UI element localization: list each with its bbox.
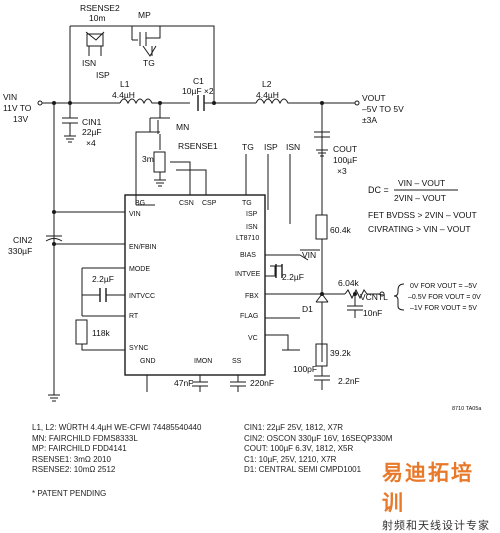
note-right-5: D1: CENTRAL SEMI CMPD1001: [244, 465, 362, 474]
fet-bv-rule: FET BVDSS > 2VIN – VOUT: [368, 210, 477, 220]
ic-body: [124, 194, 266, 376]
pin-rt: RT: [129, 313, 139, 320]
mn-label: MN: [176, 122, 189, 132]
dc-denominator: 2VIN – VOUT: [394, 193, 446, 203]
c10n-label: 10nF: [363, 308, 382, 318]
pin-mode: MODE: [129, 266, 150, 273]
isn-label: ISN: [286, 142, 300, 152]
watermark-title: 易迪拓培训: [382, 461, 474, 515]
cin1-label: CIN1: [82, 117, 102, 127]
notes-left: L1, L2: WÜRTH 4.4µH WE-CFWI 74485540440 …: [32, 423, 201, 476]
figure-reference: 8710 TA05a: [452, 406, 482, 412]
cout-mult: ×3: [337, 166, 347, 176]
r118k-label: 118k: [92, 328, 111, 338]
cin2-label: CIN2: [13, 235, 33, 245]
tg-label: TG: [242, 142, 254, 152]
watermark-subtitle: 射频和天线设计专家: [382, 519, 490, 532]
cout-label: COUT: [333, 144, 357, 154]
l1-value: 4.4µH: [112, 90, 135, 100]
cin2-value: 330µF: [8, 246, 32, 256]
vcntl-row-1: 0V FOR VOUT = –5V: [410, 283, 477, 290]
pin-vc: VC: [248, 335, 258, 342]
note-left-5: RSENSE2: 10mΩ 2512: [32, 465, 116, 474]
rsense1-label: RSENSE1: [178, 141, 218, 151]
l1-label: L1: [120, 79, 130, 89]
rsense2-title: RSENSE2: [80, 3, 120, 13]
cout-value: 100µF: [333, 155, 357, 165]
mp-tg-label: TG: [143, 58, 155, 68]
vin-title: VIN: [3, 92, 17, 102]
pin-isn: ISN: [246, 224, 258, 231]
cin1-value: 22µF: [82, 127, 102, 137]
c22n-label: 2.2nF: [338, 376, 360, 386]
pin-en: EN/FBIN: [129, 244, 157, 251]
c1-value: 10µF ×2: [182, 86, 214, 96]
c47n-label: 47nF: [174, 378, 193, 388]
c1-label: C1: [193, 76, 204, 86]
note-right-2: CIN2: OSCON 330µF 16V, 16SEQP330M: [244, 433, 393, 443]
note-left-4: RSENSE1: 3mΩ 2010: [32, 454, 111, 464]
note-right-4: C1: 10µF, 25V, 1210, X7R: [244, 454, 337, 464]
note-right-1: CIN1: 22µF 25V, 1812, X7R: [244, 423, 344, 432]
r392k-label: 39.2k: [330, 348, 352, 358]
vcntl-label: VCNTL: [360, 292, 388, 302]
ci-rating-rule: CIVRATING > VIN – VOUT: [368, 224, 471, 234]
pin-bias: BIAS: [240, 252, 256, 259]
note-left-2: MN: FAIRCHILD FDMS8333L: [32, 433, 138, 443]
pin-csp: CSP: [202, 200, 217, 207]
r3m-label: 3m: [142, 154, 154, 164]
mp-label: MP: [138, 10, 151, 20]
r60k-label: 60.4k: [330, 225, 352, 235]
notes-right: CIN1: 22µF 25V, 1812, X7R CIN2: OSCON 33…: [244, 423, 392, 476]
c22-right-label: 2.2µF: [282, 272, 304, 282]
vin-small-label: VIN: [302, 250, 316, 260]
ic-name: LT8710: [236, 235, 259, 242]
pin-intvcc: INTVCC: [129, 293, 155, 300]
l2-value: 4.4µH: [256, 90, 279, 100]
isp-top-label: ISP: [96, 70, 110, 80]
l2-label: L2: [262, 79, 272, 89]
c220n-label: 220nF: [250, 378, 274, 388]
note-left-3: MP: FAIRCHILD FDD4141: [32, 444, 127, 453]
d1-label: D1: [302, 304, 313, 314]
note-right-3: COUT: 100µF 6.3V, 1812, X5R: [244, 444, 354, 453]
pin-gnd: GND: [140, 358, 156, 365]
pin-bg: BG: [135, 200, 145, 207]
rsense2-value: 10m: [89, 13, 106, 23]
pin-intvee: INTVEE: [235, 271, 261, 278]
isp-label: ISP: [264, 142, 278, 152]
vcntl-row-3: –1V FOR VOUT = 5V: [410, 305, 477, 312]
pin-imon: IMON: [194, 358, 212, 365]
note-left-1: L1, L2: WÜRTH 4.4µH WE-CFWI 74485540440: [32, 423, 202, 432]
dc-label: DC =: [368, 185, 389, 195]
isn-top-label: ISN: [82, 58, 96, 68]
c22-left-label: 2.2µF: [92, 274, 114, 284]
pin-vin: VIN: [129, 211, 141, 218]
vout-current: ±3A: [362, 115, 377, 125]
vout-range: –5V TO 5V: [362, 104, 404, 114]
vcntl-row-2: –0.5V FOR VOUT = 0V: [408, 294, 481, 301]
pin-tg: TG: [242, 200, 252, 207]
pin-fbx: FBX: [245, 293, 259, 300]
pin-isp: ISP: [246, 211, 258, 218]
patent-note: * PATENT PENDING: [32, 489, 107, 498]
pin-ss: SS: [232, 358, 242, 365]
vin-range-1: 11V TO: [3, 103, 32, 113]
pin-csn: CSN: [179, 200, 194, 207]
schematic: RSENSE2 10m ISN ISP MP TG VIN 11V TO 13V…: [3, 3, 482, 412]
vout-title: VOUT: [362, 93, 386, 103]
pin-flag: FLAG: [240, 313, 258, 320]
watermark: 易迪拓培训 射频和天线设计专家: [382, 457, 494, 532]
c100p-label: 100pF: [293, 364, 317, 374]
vin-range-2: 13V: [13, 114, 28, 124]
pin-sync: SYNC: [129, 345, 148, 352]
r6k-label: 6.04k: [338, 278, 360, 288]
dc-numerator: VIN – VOUT: [398, 178, 445, 188]
cin1-mult: ×4: [86, 138, 96, 148]
